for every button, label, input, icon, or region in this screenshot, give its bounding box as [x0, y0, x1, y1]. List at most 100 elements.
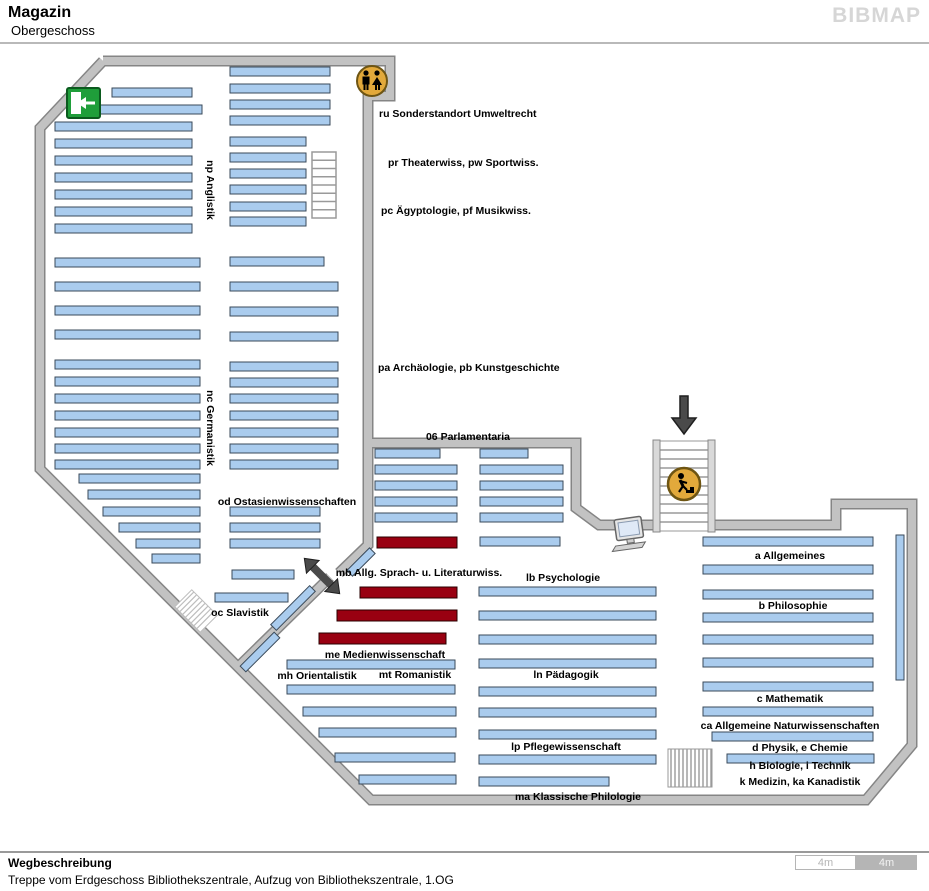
- bookshelf: [229, 306, 339, 317]
- bookshelf: [54, 138, 193, 149]
- bookshelf: [54, 459, 201, 470]
- bookshelf: [478, 658, 657, 669]
- stairs-icon-upper: [311, 151, 337, 219]
- grille-icon: [667, 748, 713, 788]
- bookshelf: [94, 104, 203, 115]
- bookshelf: [702, 634, 874, 645]
- bookshelf: [54, 189, 193, 200]
- bookshelf: [229, 136, 307, 147]
- stairs-person-icon: [666, 466, 702, 502]
- bookshelf: [374, 480, 458, 491]
- bookshelf: [78, 473, 201, 484]
- bookshelf: [229, 216, 307, 227]
- header: Magazin Obergeschoss BIBMAP: [0, 0, 929, 44]
- scale-segment: 4m: [856, 855, 917, 870]
- bookshelf: [702, 564, 874, 575]
- bookshelf: [302, 706, 457, 717]
- bookshelf: [229, 83, 331, 94]
- bookshelf: [479, 448, 529, 459]
- bookshelf: [229, 459, 339, 470]
- bookshelf: [229, 168, 307, 179]
- bookshelf: [54, 427, 201, 438]
- bookshelf-diagonal: [239, 631, 281, 673]
- area-label: me Medienwissenschaft: [325, 649, 446, 661]
- bookshelf: [54, 281, 201, 292]
- area-label: h Biologie, i Technik: [749, 760, 850, 772]
- bookshelf: [229, 66, 331, 77]
- bookshelf: [229, 184, 307, 195]
- area-label: ln Pädagogik: [533, 669, 599, 681]
- bookshelf: [479, 480, 564, 491]
- area-label: lb Psychologie: [526, 572, 600, 584]
- bookshelf: [229, 427, 339, 438]
- bookshelf: [229, 281, 339, 292]
- route-heading: Wegbeschreibung: [8, 856, 112, 870]
- bookshelf: [286, 659, 456, 670]
- bookshelf: [479, 536, 561, 547]
- bookshelf: [478, 776, 610, 787]
- bookshelf: [54, 329, 201, 340]
- header-divider: [0, 42, 929, 44]
- bookshelf: [229, 256, 325, 267]
- bookshelf: [702, 612, 874, 623]
- area-label: b Philosophie: [759, 600, 828, 612]
- bookshelf: [478, 707, 657, 718]
- bookshelf: [318, 727, 457, 738]
- area-label: od Ostasienwissenschaften: [218, 496, 356, 508]
- bookshelf: [702, 589, 874, 600]
- area-label: pr Theaterwiss, pw Sportwiss.: [388, 157, 539, 169]
- bookshelf: [702, 681, 874, 692]
- bookshelf: [478, 729, 657, 740]
- bookshelf: [479, 512, 564, 523]
- bookshelf: [229, 377, 339, 388]
- passage-arrow-icon: [303, 557, 341, 595]
- bookshelf-red: [336, 609, 458, 622]
- bookshelf-red: [359, 586, 458, 599]
- bookshelf: [54, 172, 193, 183]
- bookshelf: [118, 522, 201, 533]
- stairwell-icon: [652, 439, 716, 533]
- area-label: np Anglistik: [204, 160, 216, 220]
- bookshelf: [478, 686, 657, 697]
- bookshelf: [229, 522, 321, 533]
- bookshelf-red: [318, 632, 447, 645]
- bookshelf: [478, 586, 657, 597]
- bookshelf: [229, 201, 307, 212]
- bookshelf: [229, 410, 339, 421]
- bookshelf: [229, 115, 331, 126]
- bookshelf: [54, 410, 201, 421]
- bookshelf: [229, 331, 339, 342]
- bookshelf: [229, 506, 321, 517]
- bookshelf: [702, 706, 874, 717]
- area-label: d Physik, e Chemie: [752, 742, 848, 754]
- bookshelf: [478, 634, 657, 645]
- bookshelves: [54, 66, 905, 787]
- bookshelf: [54, 257, 201, 268]
- bookshelf: [479, 464, 564, 475]
- exit-sign-icon: [66, 87, 101, 119]
- floor-subtitle: Obergeschoss: [11, 23, 95, 38]
- bookshelf: [478, 610, 657, 621]
- bookshelf: [214, 592, 289, 603]
- area-label: a Allgemeines: [755, 550, 825, 562]
- stairs-icon-diagonal: [174, 589, 218, 633]
- bookshelf: [478, 754, 657, 765]
- bookshelf-diagonal: [346, 547, 376, 577]
- bookshelf: [374, 496, 458, 507]
- bookshelf: [374, 464, 458, 475]
- bookshelf: [102, 506, 201, 517]
- bookshelf: [229, 99, 331, 110]
- bookshelf: [54, 206, 193, 217]
- bookshelf: [358, 774, 457, 785]
- bookshelf: [111, 87, 193, 98]
- area-label: oc Slavistik: [211, 607, 269, 619]
- area-label: mb Allg. Sprach- u. Literaturwiss.: [336, 567, 503, 579]
- area-label: lp Pflegewissenschaft: [511, 741, 621, 753]
- bookshelf: [231, 569, 295, 580]
- scale-bar: 4m 4m: [795, 855, 917, 870]
- bookshelf: [711, 731, 874, 742]
- area-label: pc Ägyptologie, pf Musikwiss.: [381, 204, 531, 217]
- bookshelf: [54, 155, 193, 166]
- walls: [34, 55, 918, 806]
